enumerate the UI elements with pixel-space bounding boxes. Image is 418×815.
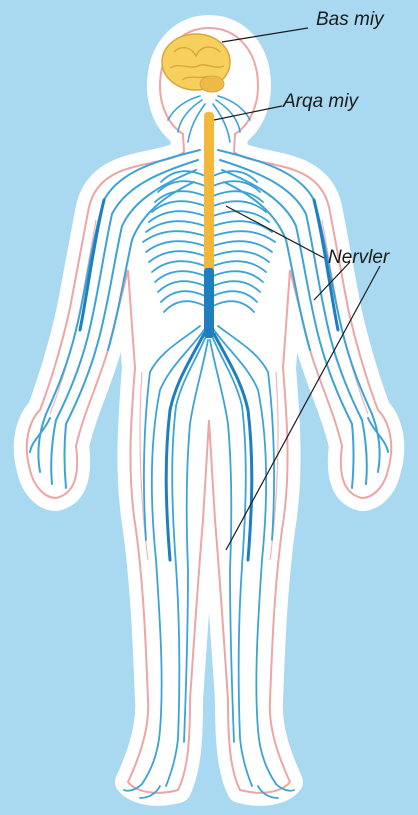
nerves-label: Nervler: [328, 247, 389, 269]
cauda-equina: [204, 268, 214, 338]
brain-label: Bas miy: [316, 9, 384, 31]
spinal-cord: [204, 112, 214, 272]
spinal-cord-label: Arqa miy: [283, 91, 358, 113]
